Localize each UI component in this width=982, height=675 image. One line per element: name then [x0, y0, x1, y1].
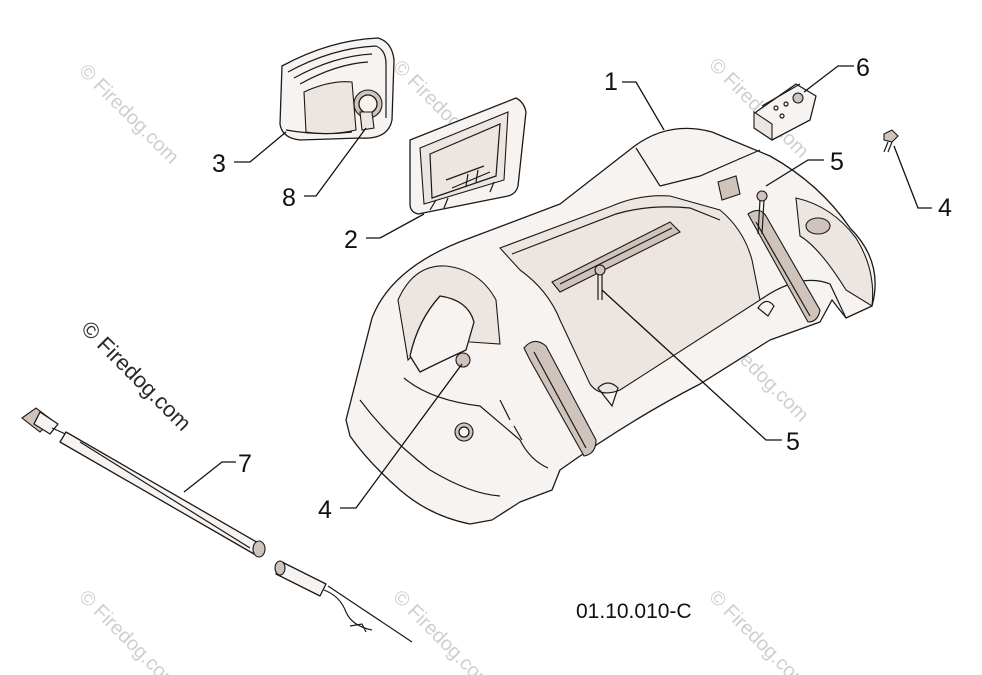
watermark: © Firedog.com	[704, 586, 813, 675]
leader-2	[366, 213, 425, 239]
callout-4-right: 4	[938, 194, 952, 222]
leader-5-top	[765, 159, 824, 187]
part-4-screw-right	[883, 129, 899, 153]
callout-5-bottom: 5	[786, 428, 800, 456]
leader-1	[622, 81, 665, 131]
leader-6	[803, 65, 854, 93]
callout-7: 7	[238, 450, 252, 478]
part-1-cowling	[345, 127, 876, 525]
callout-2: 2	[344, 226, 358, 254]
part-5-bolt-top	[756, 190, 768, 235]
callout-8: 8	[282, 184, 296, 212]
leader-8	[304, 127, 367, 197]
watermark-dark: © Firedog.com	[76, 316, 196, 436]
part-5-bolt-center	[594, 264, 606, 300]
watermark: © Firedog.com	[388, 586, 497, 675]
callout-1: 1	[604, 68, 618, 96]
watermark: © Firedog.com	[74, 586, 183, 675]
leader-5-bottom	[601, 289, 782, 441]
leader-3	[234, 131, 287, 163]
callout-6: 6	[856, 54, 870, 82]
part-2-bezel	[409, 97, 527, 215]
callout-3: 3	[212, 150, 226, 178]
leader-7	[183, 461, 236, 493]
watermark: © Firedog.com	[74, 60, 183, 169]
leader-lines	[183, 65, 932, 509]
part-3-headlight	[279, 37, 395, 141]
leader-4-center	[340, 363, 463, 509]
callout-4-center: 4	[318, 496, 332, 524]
leader-4-right	[893, 145, 932, 209]
callout-5-top: 5	[830, 148, 844, 176]
part-7-wire-harness	[21, 407, 413, 643]
drawing-code: 01.10.010-C	[576, 600, 692, 623]
part-4-nut-center	[455, 352, 471, 368]
callout-labels: 1 2 3 4 4 5 5 6 7 8	[212, 54, 952, 524]
part-6-switch	[753, 83, 817, 142]
